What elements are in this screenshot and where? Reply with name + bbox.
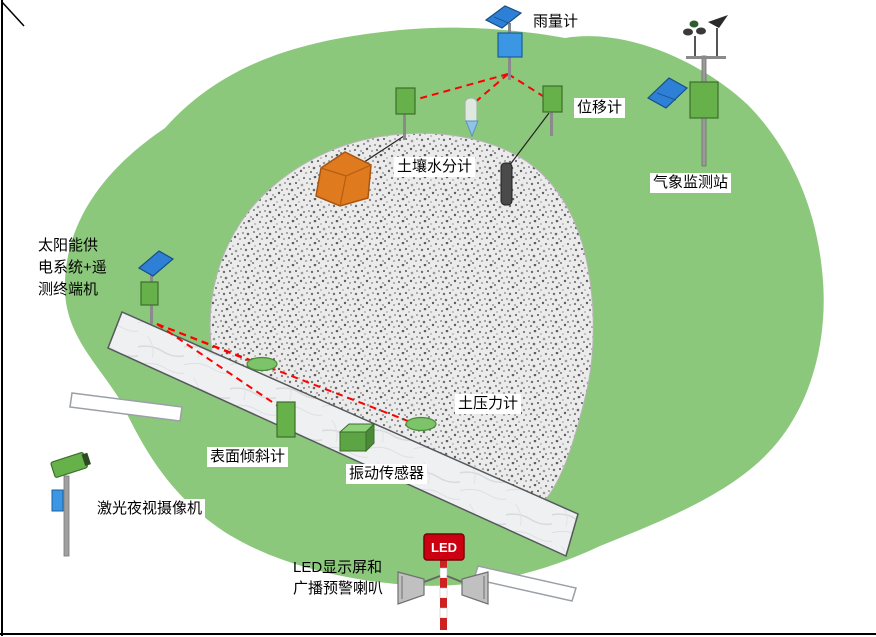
led-broadcast-label: LED显示屏和 广播预警喇叭	[293, 557, 383, 599]
led-display-icon: LED	[397, 533, 489, 630]
rain-gauge-solar-panel-icon	[484, 5, 523, 29]
anemometer-icon	[683, 20, 706, 36]
rain-gauge-box	[497, 32, 523, 58]
solar-telemetry-label: 太阳能供 电系统+遥 测终端机	[38, 235, 107, 301]
displacement-sensor-icon	[542, 85, 563, 136]
weather-station-box	[689, 81, 719, 119]
soil-pressure-gauge-icon	[405, 416, 437, 432]
led-sign-text: LED	[431, 540, 457, 555]
road-strip-left	[69, 392, 183, 422]
rain-gauge-icon	[484, 5, 523, 80]
rock-icon	[315, 151, 372, 207]
sensor-node-icon	[395, 87, 416, 140]
rain-gauge-label: 雨量计	[533, 13, 579, 30]
speaker-left-icon	[397, 571, 441, 605]
soil-probe-icon	[500, 162, 513, 206]
weather-solar-panel-icon	[646, 77, 689, 109]
vibration-sensor-label: 振动传感器	[346, 464, 428, 484]
solar-telemetry-label-line3: 测终端机	[38, 281, 99, 298]
soil-pressure-label: 土压力计	[455, 394, 522, 414]
led-sign	[423, 533, 465, 561]
solar-telemetry-label-line1: 太阳能供	[38, 237, 99, 254]
weather-station-icon	[646, 15, 728, 167]
striped-pole	[439, 558, 448, 630]
solar-telemetry-icon	[137, 250, 175, 324]
vibration-sensor-icon	[338, 422, 376, 453]
telemetry-box	[140, 281, 159, 306]
laser-camera-label: 激光夜视摄像机	[94, 499, 206, 519]
camera-control-box	[51, 489, 64, 512]
laser-camera-icon	[50, 451, 91, 557]
wireless-links	[156, 73, 547, 422]
displacement-meter-label: 位移计	[574, 98, 626, 118]
weather-station-label: 气象监测站	[650, 173, 732, 193]
surface-inclinometer-label: 表面倾斜计	[207, 447, 289, 467]
pressure-disc-icon	[246, 356, 278, 372]
led-broadcast-label-line1: LED显示屏和	[293, 559, 383, 576]
surface-inclinometer-icon	[276, 401, 296, 438]
soil-moisture-sensor-icon	[464, 97, 479, 138]
road-strip-right	[473, 565, 577, 602]
telemetry-solar-panel-icon	[137, 250, 175, 277]
soil-moisture-label: 土壤水分计	[394, 157, 476, 177]
solar-telemetry-label-line2: 电系统+遥	[38, 259, 107, 276]
wind-vane-icon	[708, 15, 728, 28]
speaker-right-icon	[446, 571, 489, 605]
led-broadcast-label-line2: 广播预警喇叭	[293, 580, 384, 597]
